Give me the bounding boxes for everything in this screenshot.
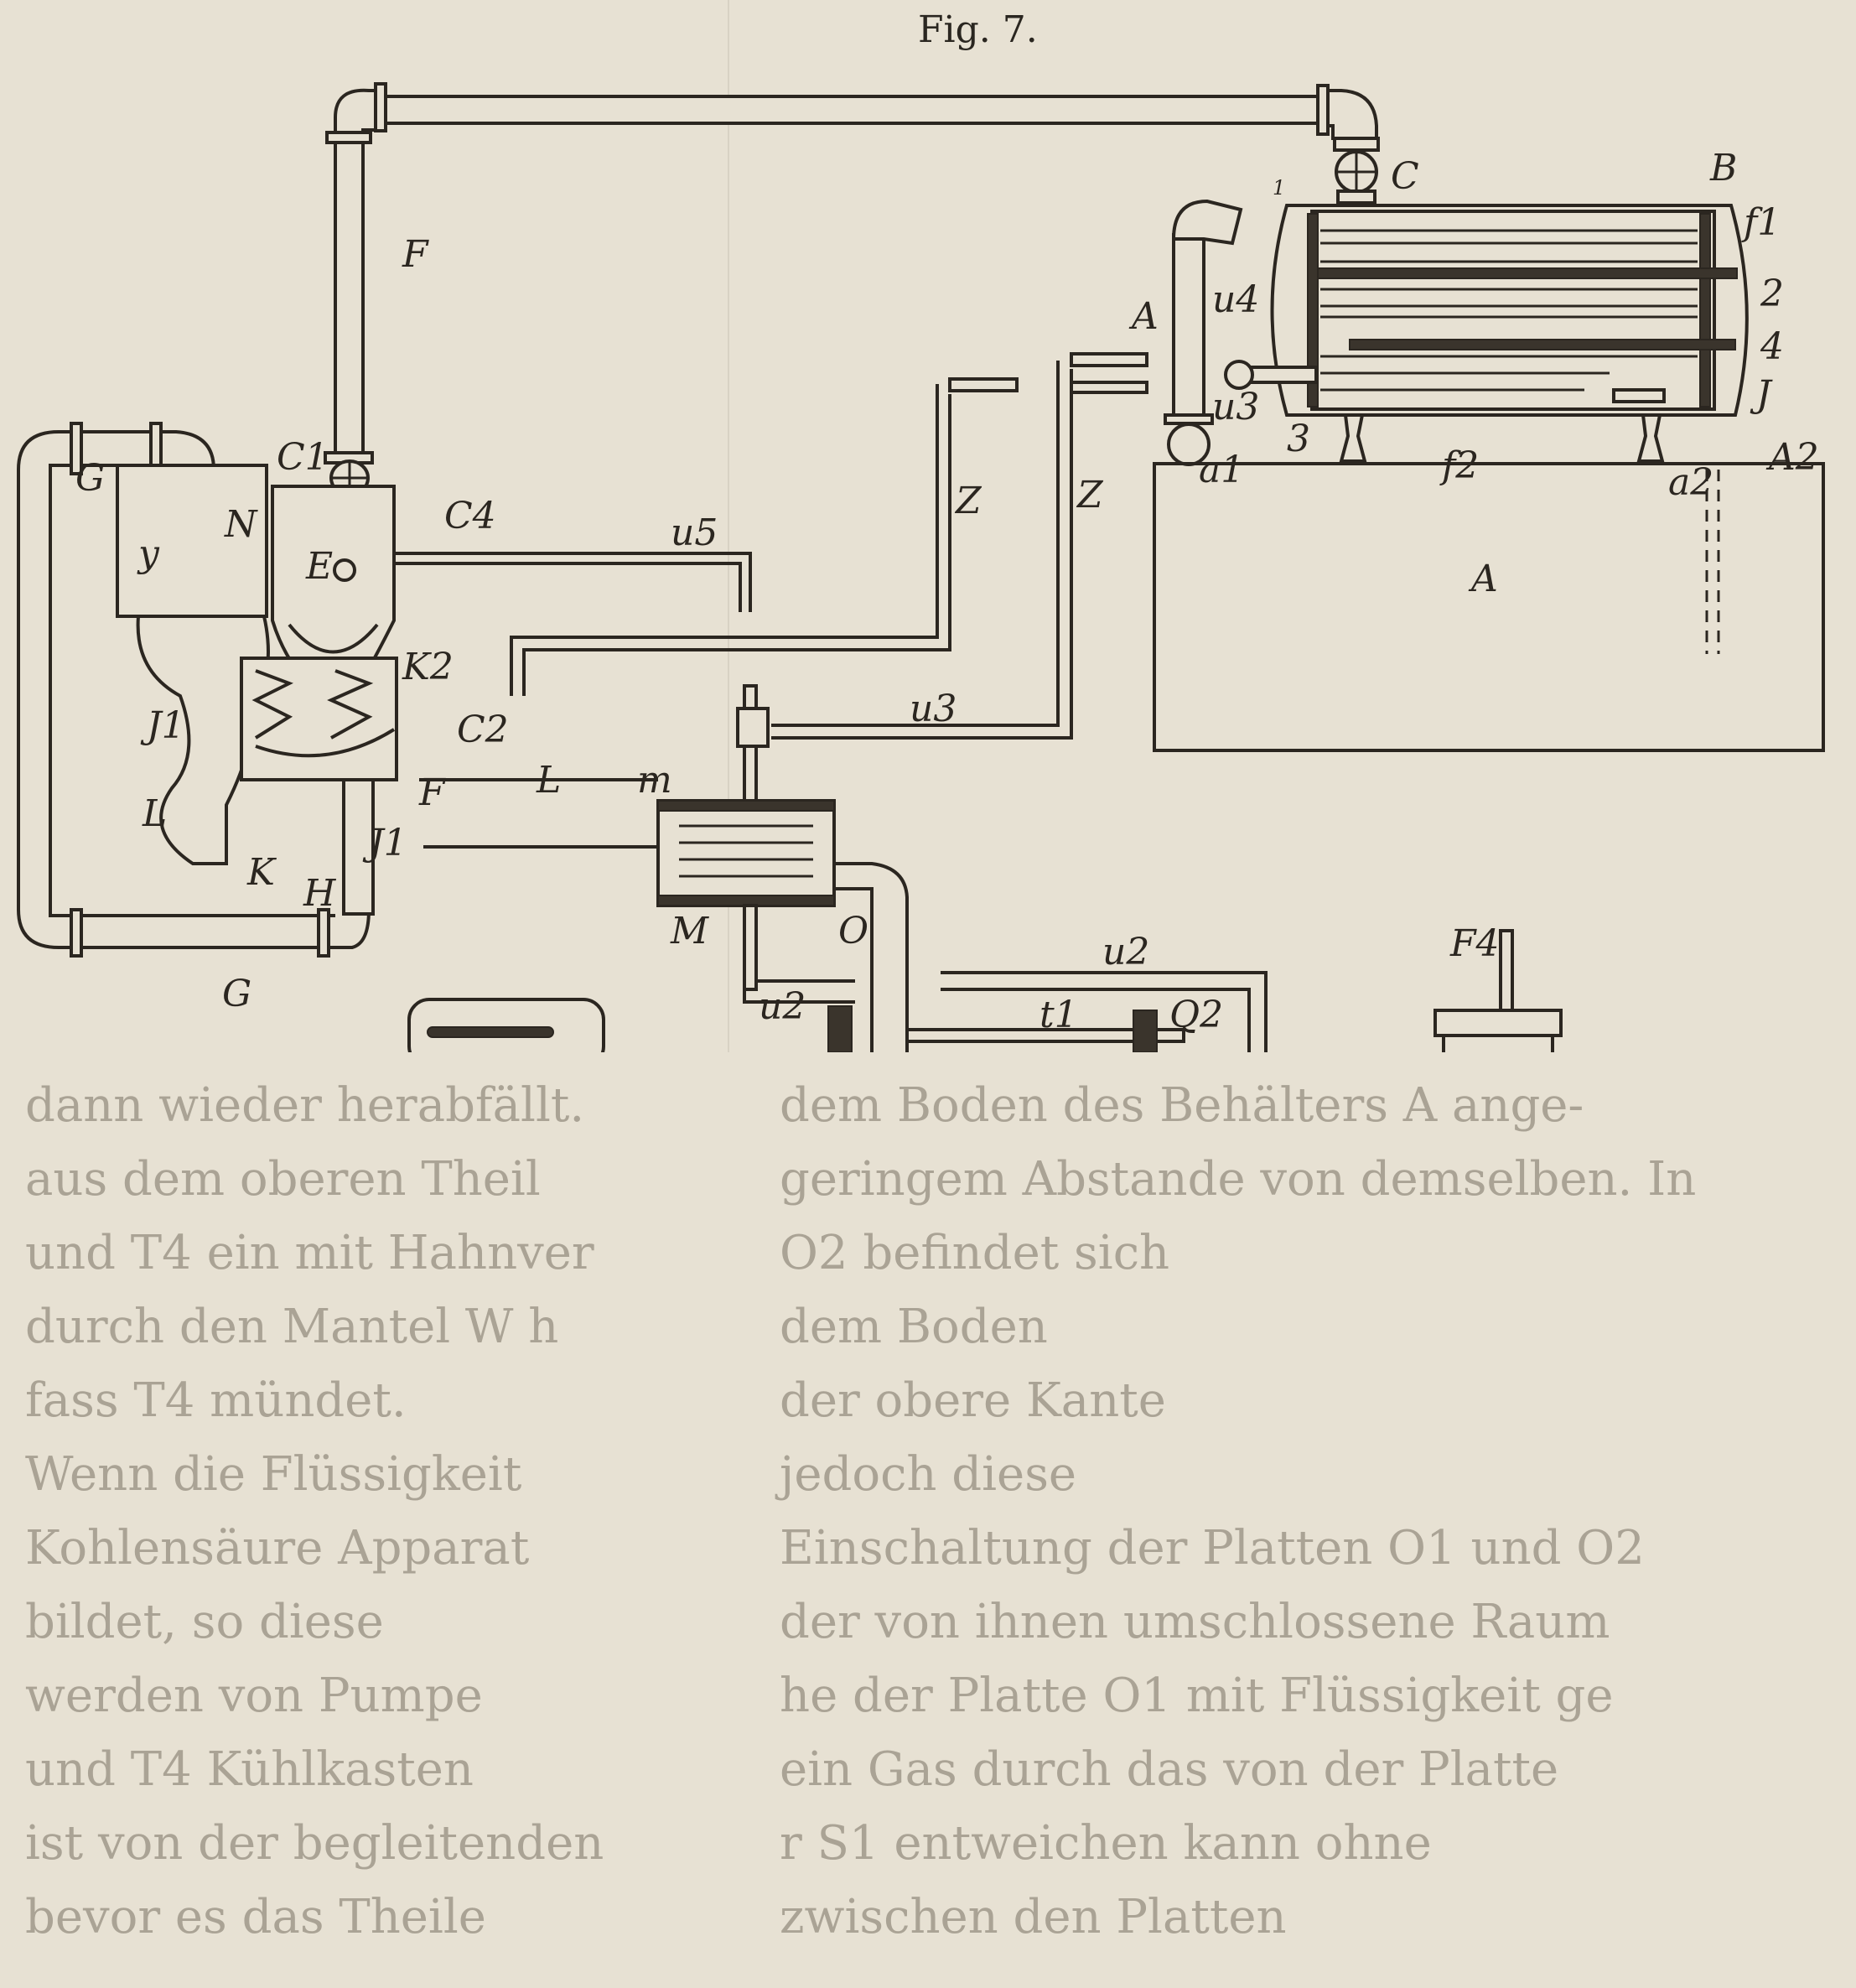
- label-G-bottom: G: [222, 973, 251, 1015]
- bleed-line: Wenn die Flüssigkeit: [25, 1447, 522, 1502]
- label-a1: a1: [1199, 449, 1244, 491]
- part-F4: [1433, 929, 1563, 1052]
- label-t1: t1: [1039, 994, 1078, 1036]
- pipe-L: [419, 778, 658, 849]
- label-2: 2: [1760, 273, 1784, 315]
- label-J1: J1: [362, 822, 407, 864]
- bleed-line: bildet, so diese: [25, 1595, 384, 1649]
- tank-A: [1153, 462, 1825, 752]
- figure-title: Fig. 7.: [918, 8, 1038, 51]
- label-F: F: [402, 233, 429, 276]
- bleed-line: dem Boden des Behälters A ange-: [780, 1078, 1584, 1133]
- cooler-M: [656, 684, 855, 1004]
- label-H: H: [303, 872, 337, 915]
- label-C4: C4: [444, 495, 496, 537]
- label-Z1: Z: [954, 480, 982, 522]
- label-J: J: [1750, 373, 1773, 416]
- bleed-line: ist von der begleitenden: [25, 1816, 604, 1871]
- label-y: y: [137, 532, 160, 575]
- label-F4: F4: [1449, 922, 1500, 965]
- label-4: 4: [1760, 325, 1784, 368]
- bleed-line: Einschaltung der Platten O1 und O2: [780, 1521, 1645, 1575]
- bleed-line: O2 befindet sich: [780, 1226, 1170, 1280]
- label-F-small: F: [418, 771, 446, 814]
- bleed-line: der von ihnen umschlossene Raum: [780, 1595, 1610, 1649]
- label-N: N: [224, 503, 258, 546]
- bleed-line: dann wieder herabfällt.: [25, 1078, 585, 1133]
- label-u3-pipe: u3: [910, 688, 957, 730]
- figure-page: Fig. 7.: [17, 0, 1825, 1052]
- small-case: [407, 998, 605, 1052]
- bleed-line: aus dem oberen Theil: [25, 1152, 541, 1207]
- label-C2: C2: [457, 709, 509, 751]
- pipe-Z-1: [510, 377, 1019, 696]
- bleed-line: durch den Mantel W h: [25, 1300, 559, 1354]
- pipe-O: [834, 862, 909, 1052]
- pipe-At: [1164, 199, 1243, 466]
- bleed-through-text-column-a: dann wieder herabfällt. aus dem oberen T…: [25, 1069, 746, 1954]
- label-J1-left: J1: [140, 704, 185, 747]
- label-At: A: [1128, 295, 1159, 338]
- pipe-Z-2: [771, 352, 1148, 740]
- bleed-through-text-column-b: dem Boden des Behälters A ange- geringem…: [780, 1069, 1827, 1954]
- bleed-line: dem Boden: [780, 1300, 1048, 1354]
- bleed-line: ein Gas durch das von der Platte: [780, 1742, 1559, 1797]
- pipe-loop-G: [17, 422, 371, 958]
- label-C: C: [1391, 155, 1419, 198]
- label-u4: u4: [1212, 278, 1259, 321]
- label-m: m: [637, 759, 672, 802]
- label-1: 1: [1273, 176, 1285, 200]
- bleed-through-text: dann wieder herabfällt. aus dem oberen T…: [0, 1052, 1856, 1988]
- bleed-line: und T4 Kühlkasten: [25, 1742, 474, 1797]
- apparatus-diagram: [17, 82, 1825, 1052]
- label-O: O: [838, 910, 868, 952]
- coil-box-K: [240, 657, 398, 781]
- bleed-line: r S1 entweichen kann ohne: [780, 1816, 1432, 1871]
- label-Z2: Z: [1076, 474, 1104, 516]
- valve-C: [1333, 137, 1380, 205]
- top-pipe: [334, 82, 1378, 140]
- boiler-B: [1224, 204, 1749, 463]
- pipe-u2: [941, 971, 1268, 1052]
- label-L-left: L: [142, 792, 167, 835]
- bleed-line: he der Platte O1 mit Flüssigkeit ge: [780, 1669, 1614, 1723]
- label-B: B: [1709, 147, 1737, 189]
- bleed-line: der obere Kante: [780, 1373, 1166, 1428]
- label-Q2: Q2: [1169, 994, 1223, 1036]
- label-u2-right: u2: [1102, 931, 1149, 973]
- label-K2: K2: [402, 646, 454, 688]
- bleed-line: jedoch diese: [780, 1447, 1077, 1502]
- label-u2-left: u2: [759, 985, 806, 1028]
- hatched-plate: [905, 1028, 1185, 1043]
- label-E: E: [305, 545, 333, 588]
- diagram-labels: F C B f1 1 2 4 J A2 a2 f2 3 u4 u3 A a1 A…: [75, 147, 1819, 1036]
- label-u5: u5: [671, 511, 718, 554]
- bleed-line: zwischen den Platten: [780, 1890, 1287, 1944]
- pipe-u5: [369, 552, 752, 612]
- label-M: M: [670, 910, 709, 952]
- label-f2: f2: [1439, 444, 1479, 487]
- bleed-line: fass T4 mündet.: [25, 1373, 407, 1428]
- bleed-line: geringem Abstande von demselben. In: [780, 1152, 1697, 1207]
- label-A2: A2: [1765, 436, 1819, 479]
- label-3: 3: [1287, 418, 1310, 460]
- bleed-line: Kohlensäure Apparat: [25, 1521, 530, 1575]
- label-C1: C1: [277, 436, 329, 479]
- bleed-line: bevor es das Theile: [25, 1890, 486, 1944]
- bleed-line: werden von Pumpe: [25, 1669, 483, 1723]
- column-rule: [728, 0, 729, 1052]
- bleed-line: und T4 ein mit Hahnver: [25, 1226, 594, 1280]
- label-a2: a2: [1668, 461, 1713, 504]
- label-L: L: [536, 759, 561, 802]
- label-G-top: G: [75, 457, 105, 500]
- label-K: K: [246, 851, 277, 894]
- vessel-N: [116, 464, 268, 618]
- label-f1: f1: [1741, 201, 1781, 244]
- label-u3: u3: [1212, 386, 1259, 428]
- label-A: A: [1468, 558, 1498, 600]
